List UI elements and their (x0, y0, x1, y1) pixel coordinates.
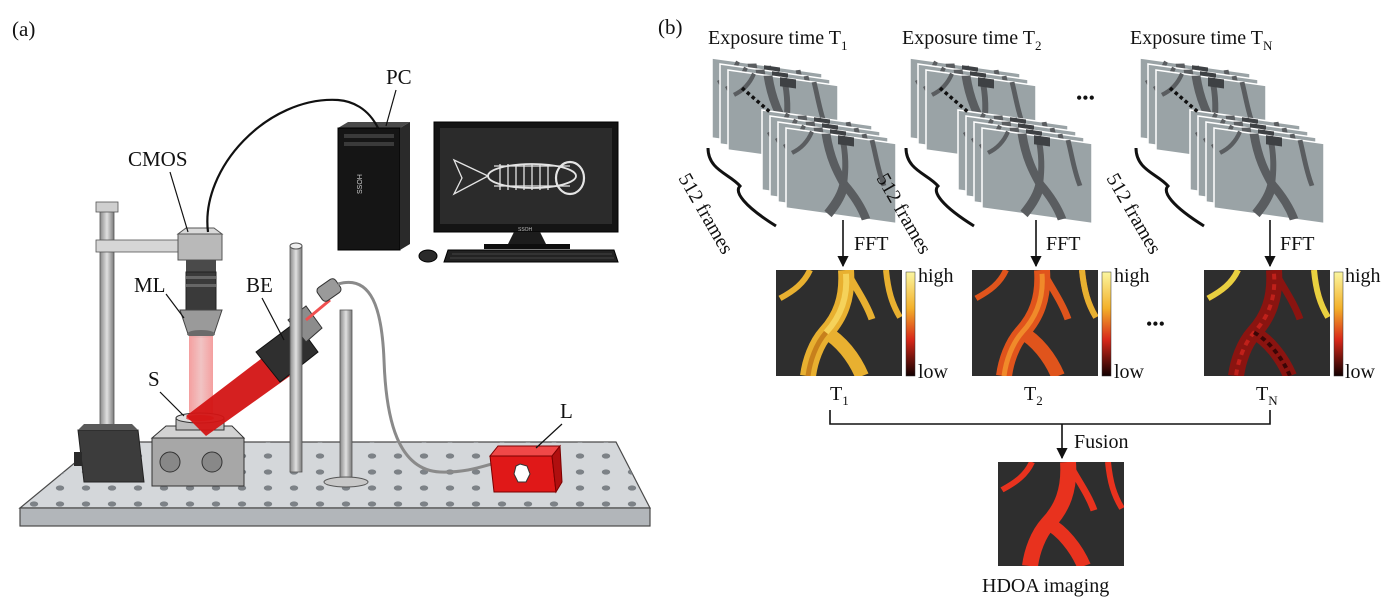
map-t1 (776, 270, 902, 376)
monitor: SSOH (433, 121, 619, 249)
colorbar-high-2: high (1114, 265, 1150, 287)
fiber-post (316, 278, 369, 488)
keyboard (443, 249, 619, 263)
middle-post (289, 245, 303, 473)
fusion-label: Fusion (1074, 431, 1128, 453)
ellipsis-top: ••• (1076, 88, 1095, 108)
frame-stack-1 (712, 58, 896, 223)
cmos-camera (176, 227, 224, 272)
panel-b: (b) Exposure time T1 Exposure time T2 Ex… (658, 15, 1381, 597)
fft-label-2: FFT (1046, 233, 1080, 255)
fft-label-n: FFT (1280, 233, 1314, 255)
cmos-label: CMOS (128, 147, 188, 171)
pc-tower: SSOH (337, 122, 410, 251)
svg-text:Exposure time TN: Exposure time TN (1130, 27, 1273, 53)
l-label: L (560, 399, 573, 423)
map-t2 (972, 270, 1098, 376)
fft-arrow-1: FFT (837, 220, 888, 268)
panel-b-label: (b) (658, 15, 683, 39)
ellipsis-mid: ••• (1146, 314, 1165, 334)
brace-1: 512 frames (674, 147, 777, 259)
fft-arrow-n: FFT (1264, 220, 1314, 268)
microscope-lens (179, 271, 223, 338)
fft-label-1: FFT (854, 233, 888, 255)
s-label: S (148, 367, 160, 391)
exposure-title-1: Exposure time T1 (708, 27, 847, 53)
sample-stage (150, 412, 246, 487)
svg-text:Exposure time T2: Exposure time T2 (902, 27, 1041, 53)
camera-stand (74, 201, 187, 483)
svg-text:Exposure time T1: Exposure time T1 (708, 27, 847, 53)
colorbar-low-n: low (1345, 361, 1376, 383)
monitor-text: SSOH (518, 227, 533, 233)
fish-image (452, 158, 586, 196)
colorbar-low-1: low (918, 361, 949, 383)
pc-label: PC (386, 65, 412, 89)
laser-source (488, 444, 563, 494)
be-label: BE (246, 273, 273, 297)
result-label: HDOA imaging (982, 575, 1109, 597)
exposure-title-n: Exposure time TN (1130, 27, 1273, 53)
frames-label-n: 512 frames (1102, 170, 1166, 259)
colorbar-low-2: low (1114, 361, 1145, 383)
colorbar-1: high low (905, 265, 954, 383)
pc-case-text: SSOH (357, 174, 364, 194)
colorbar-high-n: high (1345, 265, 1381, 287)
ml-label: ML (134, 273, 166, 297)
colorbar-high-1: high (918, 265, 954, 287)
map-tn (1204, 270, 1330, 376)
frame-stack-2 (910, 58, 1092, 223)
map-label-2: T2 (1024, 383, 1043, 408)
brace-n: 512 frames (1102, 147, 1205, 259)
colorbar-n: high low (1333, 265, 1381, 383)
camera-cable (206, 98, 379, 233)
frames-label-1: 512 frames (674, 170, 738, 259)
frame-stack-n (1140, 58, 1324, 223)
fft-arrow-2: FFT (1030, 220, 1080, 268)
fiber-cable (337, 280, 501, 474)
exposure-title-2: Exposure time T2 (902, 27, 1041, 53)
panel-a-label: (a) (12, 17, 35, 41)
map-label-1: T1 (830, 383, 849, 408)
hdoa-result: HDOA imaging (982, 462, 1124, 597)
colorbar-2: high low (1101, 265, 1150, 383)
mouse (418, 249, 438, 263)
map-label-n: TN (1256, 383, 1278, 408)
fusion-connector: Fusion (829, 410, 1271, 460)
panel-a: (a) (12, 17, 651, 527)
